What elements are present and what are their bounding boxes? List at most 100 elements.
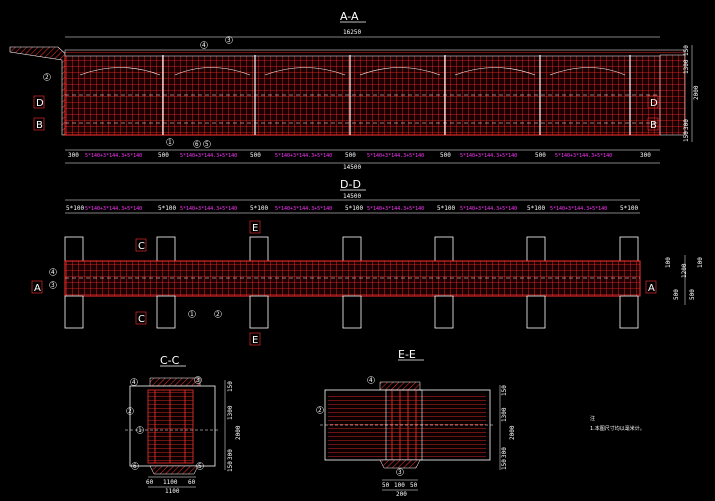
- cc-bottom-dim: 1100: [163, 479, 178, 486]
- dd-spacing-text: 5*140+3*144.3+5*140: [275, 206, 332, 212]
- cc-mark: 6: [133, 463, 137, 470]
- dd-right-dims: 100 500 1200 500 100: [665, 257, 704, 300]
- aa-spacing-text: 5*140+3*144.3+5*140: [180, 153, 237, 159]
- dd-mark: 4: [51, 269, 55, 276]
- aa-label-b-right: B: [650, 120, 657, 131]
- aa-spacing-text: 5*140+3*144.3+5*140: [367, 153, 424, 159]
- cc-mark: 1: [138, 427, 142, 434]
- aa-mark-2: 2: [45, 74, 49, 81]
- dd-label-a-left: A: [34, 283, 41, 294]
- dd-top-dim: 5*100: [345, 205, 363, 212]
- cc-right-dim: 150: [227, 381, 234, 392]
- ee-bottom-dim: 50: [410, 482, 418, 489]
- section-aa: A-A 16250: [9, 10, 700, 171]
- cc-right-dim: 1300: [227, 405, 234, 420]
- ee-bottom-hatch: [379, 459, 421, 469]
- ee-right-dim: 150: [501, 385, 508, 396]
- aa-seg-dim: 500: [250, 152, 261, 159]
- ee-bottom-dim: 50: [382, 482, 390, 489]
- section-aa-title: A-A: [340, 10, 359, 23]
- aa-arches: [79, 67, 626, 76]
- dd-top-dim: 5*100: [437, 205, 455, 212]
- note-heading: 注: [590, 415, 595, 422]
- dd-spacing-text: 5*140+3*144.3+5*140: [460, 206, 517, 212]
- drawing-note: 注 1.本图尺寸均以毫米计。: [590, 415, 645, 432]
- aa-seg-dim: 300: [68, 152, 79, 159]
- dd-right-dim: 100: [697, 257, 704, 268]
- dd-right-dim: 500: [689, 289, 696, 300]
- section-ee: E-E 4 2 3 50 100 50 200 150 13: [316, 348, 516, 498]
- aa-label-b-left: B: [36, 120, 43, 131]
- aa-label-d-left: D: [36, 98, 44, 109]
- aa-seg-dims: 300 5*140+3*144.3+5*140 500 5*140+3*144.…: [68, 152, 651, 159]
- ee-bar-marks: [316, 376, 404, 476]
- cc-mark: 4: [132, 379, 136, 386]
- cc-right-dim: 2000: [235, 425, 242, 440]
- ee-bottom-total: 200: [396, 491, 407, 498]
- aa-right-dim: 150: [683, 131, 690, 142]
- aa-seg-dim: 500: [440, 152, 451, 159]
- cc-core: [147, 389, 194, 464]
- ee-bottom-dim: 100: [394, 482, 405, 489]
- cc-top-hatch: [149, 377, 201, 387]
- cc-mark: 2: [128, 408, 132, 415]
- aa-bar-marks: [43, 36, 233, 148]
- dd-label-c-top: C: [138, 241, 145, 252]
- aa-bottom-total: 14500: [343, 164, 361, 171]
- section-ee-title: E-E: [398, 348, 416, 361]
- cc-bottom-dim: 60: [188, 479, 196, 486]
- section-cc-title: C-C: [160, 354, 180, 367]
- dd-right-dim: 100: [665, 257, 672, 268]
- dd-label-e-top: E: [252, 223, 258, 234]
- dd-right-dim: 500: [673, 289, 680, 300]
- dd-spacing-text: 5*140+3*144.3+5*140: [367, 206, 424, 212]
- dd-label-a-right: A: [648, 283, 655, 294]
- aa-mark-1: 1: [168, 139, 172, 146]
- dd-top-dim: 5*100: [527, 205, 545, 212]
- aa-right-dim: 150: [683, 45, 690, 56]
- dd-columns-bottom: [64, 295, 639, 329]
- ee-mark: 3: [398, 469, 402, 476]
- cc-right-dim: 300: [227, 449, 234, 460]
- cc-bottom-hatch: [149, 465, 199, 475]
- ee-right-dim: 2000: [509, 425, 516, 440]
- aa-mark-3: 3: [227, 37, 231, 44]
- cc-bottom-total: 1100: [165, 488, 180, 495]
- dd-label-e-bottom: E: [252, 335, 258, 346]
- dd-rebar-band: [64, 260, 641, 297]
- cc-mark: 5: [198, 463, 202, 470]
- aa-seg-dim: 500: [345, 152, 356, 159]
- dd-spacing-text: 5*140+3*144.3+5*140: [85, 206, 142, 212]
- aa-mark-5: 5: [205, 141, 209, 148]
- aa-right-dims: 150 1300 2000 300 150: [683, 45, 700, 142]
- dd-top-dim: 5*100: [620, 205, 638, 212]
- dd-top-dim: 5*100: [66, 205, 84, 212]
- dd-spacing-text: 5*140+3*144.3+5*140: [180, 206, 237, 212]
- dd-mark: 3: [51, 282, 55, 289]
- dd-top-dims: 5*100 5*140+3*144.3+5*140 5*100 5*140+3*…: [66, 205, 638, 212]
- cc-bar-marks: [126, 376, 204, 470]
- aa-spacing-text: 5*140+3*144.3+5*140: [460, 153, 517, 159]
- cc-right-dims: 150 1300 2000 300 150: [227, 381, 242, 472]
- ee-mark: 4: [369, 377, 373, 384]
- ee-right-dim: 150: [501, 459, 508, 470]
- dd-columns-top: [64, 236, 639, 262]
- dd-right-dim: 1200: [681, 263, 688, 278]
- ee-bottom-dims: 50 100 50: [382, 482, 418, 489]
- aa-seg-dim: 500: [535, 152, 546, 159]
- dd-spacing-text: 5*140+3*144.3+5*140: [550, 206, 607, 212]
- note-line-1: 1.本图尺寸均以毫米计。: [590, 425, 645, 432]
- dd-top-dim: 5*100: [250, 205, 268, 212]
- aa-spacing-text: 5*140+3*144.3+5*140: [85, 153, 142, 159]
- aa-seg-dim: 500: [158, 152, 169, 159]
- ee-right-dims: 150 1300 2000 300 150: [501, 385, 516, 470]
- dd-mark: 1: [190, 311, 194, 318]
- ee-mark: 2: [318, 407, 322, 414]
- dd-bar-marks: [49, 268, 222, 318]
- aa-right-end: [659, 54, 686, 136]
- cc-bottom-dim: 60: [146, 479, 154, 486]
- aa-top-slab: [64, 49, 686, 57]
- cc-right-dim: 150: [227, 461, 234, 472]
- aa-mark-4: 4: [202, 42, 206, 49]
